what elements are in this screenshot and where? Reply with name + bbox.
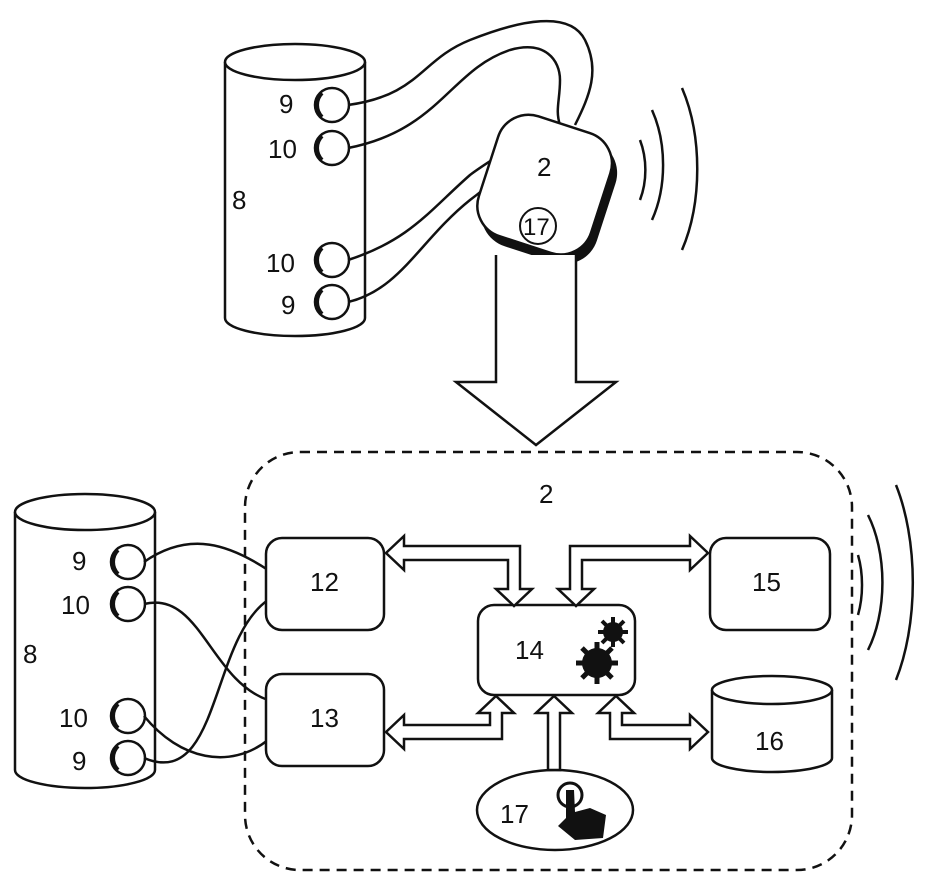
top-device-2	[476, 113, 618, 265]
arrow-13-to-14	[384, 694, 518, 752]
module-15-label: 15	[752, 567, 781, 597]
bottom-port-10-lower	[109, 697, 147, 735]
top-port-label-9-upper: 9	[279, 89, 293, 119]
module-13-label: 13	[310, 703, 339, 733]
top-device-button	[519, 207, 557, 245]
bottom-port-label-10-lower: 10	[59, 703, 88, 733]
bottom-port-label-10-upper: 10	[61, 590, 90, 620]
arrow-12-to-14	[384, 533, 536, 608]
gears-icon	[576, 617, 628, 684]
top-cylinder-label: 8	[232, 185, 246, 215]
bottom-port-10-upper	[109, 585, 147, 623]
device-2-label: 2	[539, 479, 553, 509]
module-12-label: 12	[310, 567, 339, 597]
arrow-17-to-14	[532, 694, 576, 772]
touch-hand-icon	[556, 781, 606, 840]
module-16-storage	[710, 674, 834, 774]
module-15	[708, 536, 832, 632]
top-port-label-10-lower: 10	[266, 248, 295, 278]
bottom-cables	[143, 542, 269, 764]
bottom-cylinder-label: 8	[23, 639, 37, 669]
top-port-9-upper	[313, 86, 351, 124]
arrow-15-to-14	[554, 533, 710, 608]
module-17-label: 17	[500, 799, 529, 829]
bottom-port-9-lower	[109, 739, 147, 777]
bottom-wireless-icon	[856, 484, 915, 681]
module-14-label: 14	[515, 635, 544, 665]
arrow-16-to-14	[594, 694, 710, 752]
bottom-port-label-9-upper: 9	[72, 546, 86, 576]
top-port-10-lower	[313, 241, 351, 279]
top-port-label-10-upper: 10	[268, 134, 297, 164]
top-port-label-9-lower: 9	[281, 290, 295, 320]
top-port-9-lower	[313, 283, 351, 321]
top-device-button-label: 17	[523, 214, 550, 241]
bottom-port-9-upper	[109, 543, 147, 581]
top-wireless-icon	[638, 87, 699, 251]
expand-arrow	[452, 255, 620, 447]
device-2-outline	[243, 450, 854, 872]
module-12	[264, 536, 386, 632]
top-device-label: 2	[537, 152, 551, 182]
bottom-port-label-9-lower: 9	[72, 746, 86, 776]
module-16-label: 16	[755, 726, 784, 756]
top-port-10-upper	[313, 129, 351, 167]
module-13	[264, 672, 386, 768]
